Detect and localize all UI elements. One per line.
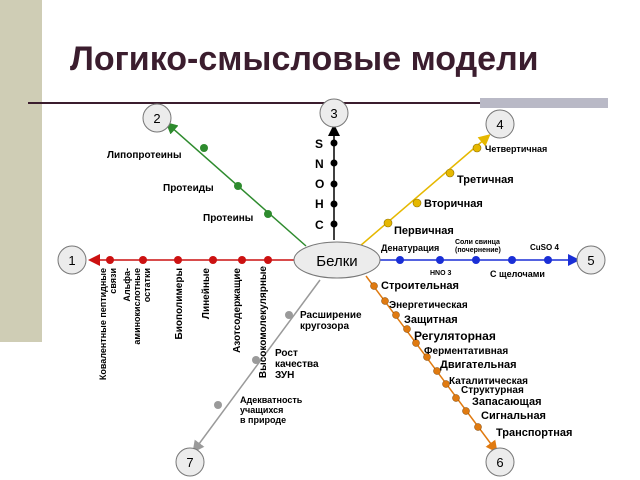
ray3-label: О — [315, 177, 324, 191]
title-underline — [28, 102, 608, 104]
ray5-stations: Денатурация Соли свинца(почернение) CuSO… — [381, 239, 559, 279]
end-node-7: 7 — [175, 447, 205, 477]
ray5-label: С щелочами — [490, 269, 545, 279]
ray6-label: Сигнальная — [481, 410, 546, 422]
ray3-label: С — [315, 218, 324, 232]
ray1-label: Высокомолекулярные — [258, 266, 269, 378]
ray6-label: Запасающая — [472, 396, 542, 408]
svg-text:4: 4 — [496, 117, 503, 132]
end-node-2: 2 — [142, 103, 172, 133]
ray2-label: Протеины — [203, 213, 253, 224]
svg-text:7: 7 — [186, 455, 193, 470]
end-node-5: 5 — [576, 245, 606, 275]
ray6-label: Транспортная — [496, 427, 572, 439]
ray6-label: Регуляторная — [414, 329, 496, 343]
ray4-label: Первичная — [394, 225, 454, 237]
end-node-6: 6 — [485, 447, 515, 477]
svg-text:5: 5 — [587, 253, 594, 268]
end-node-4: 4 — [485, 109, 515, 139]
ray5-label: Денатурация — [381, 243, 439, 253]
ray1-label: Ковалентные пептидныесвязи — [98, 268, 118, 380]
ray5-label: Соли свинца(почернение) — [455, 239, 501, 254]
ray1-label: Азотсодержащие — [232, 268, 243, 353]
ray6-label: Двигательная — [440, 359, 517, 371]
ray4-label: Вторичная — [424, 198, 483, 210]
ray4-label: Четвертичная — [485, 144, 547, 154]
left-decor-band — [0, 0, 42, 342]
ray2-stations: Протеины Протеиды Липопротеины — [107, 144, 272, 224]
ray6-label: Каталитическая — [449, 376, 528, 387]
ray2-label: Протеиды — [163, 183, 214, 194]
ray4-stations: Первичная Вторичная Третичная Четвертичн… — [383, 143, 547, 237]
ray6-label: Ферментативная — [424, 346, 508, 357]
center-node — [293, 241, 381, 279]
ray2-label: Липопротеины — [107, 150, 182, 161]
svg-text:6: 6 — [496, 455, 503, 470]
center-label: Белки — [316, 253, 357, 270]
ray6-stations: Строительная Энергетическая Защитная Рег… — [370, 280, 572, 439]
ray5-label: CuSO 4 — [530, 243, 559, 252]
ray3-label: Н — [315, 197, 324, 211]
ray1-stations: Ковалентные пептидныесвязи Альфа-аминоки… — [98, 256, 272, 380]
ray1-label: Альфа-аминокислотныеостатки — [122, 268, 152, 345]
ray5-label: HNO 3 — [430, 270, 452, 277]
ray7-line — [192, 279, 321, 453]
ray1-label: Линейные — [201, 268, 212, 319]
ray1-label: Биополимеры — [174, 268, 185, 339]
ray6-line — [365, 275, 498, 453]
ray4-label: Третичная — [457, 174, 514, 186]
slide-title: Логико-смысловые модели — [70, 40, 539, 78]
title-accent-bar — [480, 98, 608, 108]
end-node-1: 1 — [57, 245, 87, 275]
end-node-3: 3 — [319, 98, 349, 128]
svg-text:3: 3 — [330, 106, 337, 121]
ray3-label: N — [315, 157, 324, 171]
ray3-label: S — [315, 137, 323, 151]
ray6-label: Энергетическая — [389, 300, 468, 311]
ray6-label: Структурная — [461, 385, 524, 396]
ray6-label: Защитная — [404, 314, 458, 326]
ray4-line — [359, 134, 491, 247]
ray6-label: Строительная — [381, 280, 459, 292]
svg-text:2: 2 — [153, 111, 160, 126]
ray3-stations: С Н О N S — [315, 137, 338, 232]
svg-text:1: 1 — [68, 253, 75, 268]
